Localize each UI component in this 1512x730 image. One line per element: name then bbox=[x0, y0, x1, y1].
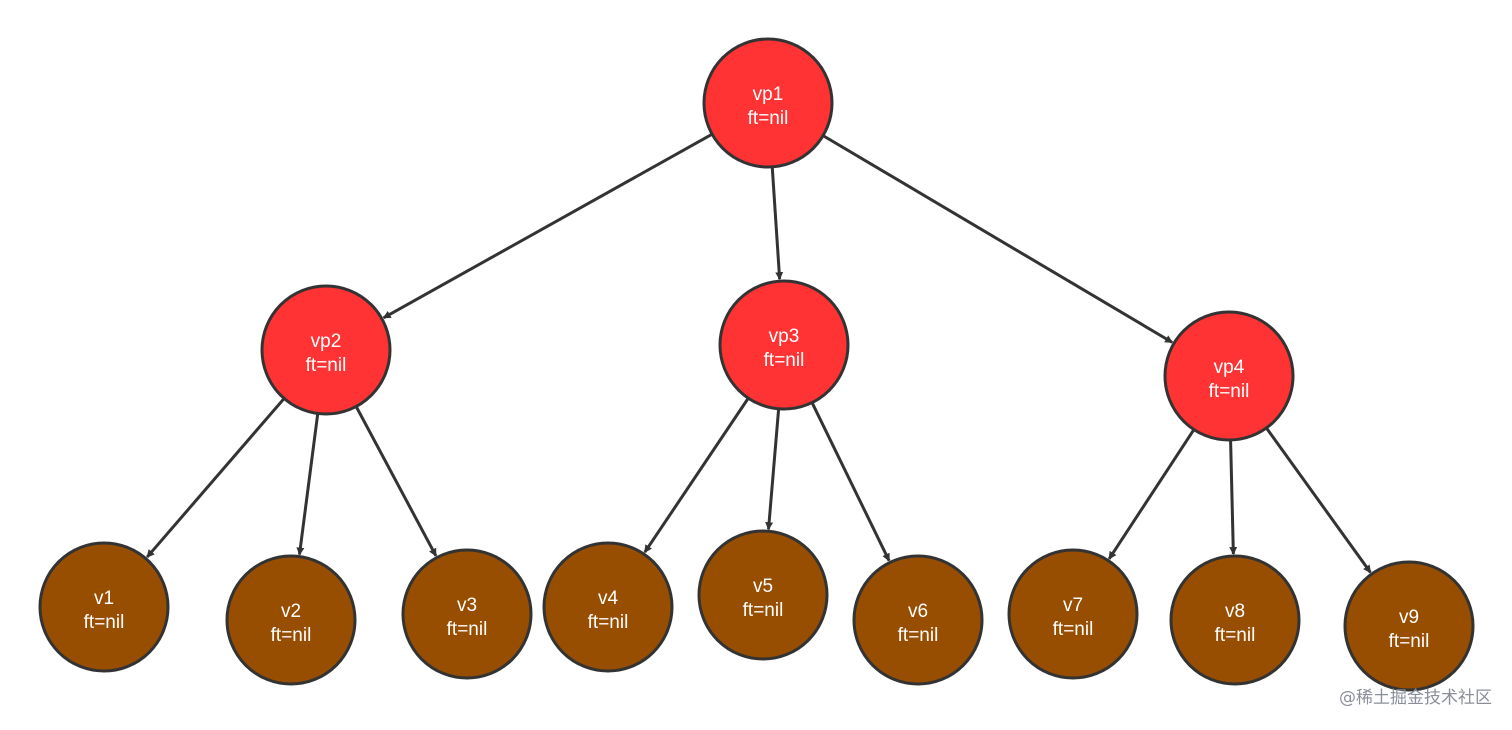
nodes-layer: vp1 ft=nil vp2 ft=nil vp3 ft=nil vp4 ft=nil v1 ft… bbox=[38, 37, 1475, 692]
node-label-v6-1: ft=nil bbox=[898, 625, 939, 646]
edge-vp4-v9 bbox=[1265, 427, 1372, 574]
node-label-v3-0: v3 bbox=[457, 595, 477, 616]
node-label-v2-1: ft=nil bbox=[271, 625, 312, 646]
watermark-text: @稀土掘金技术社区 bbox=[1339, 688, 1492, 708]
node-label-vp4-1: ft=nil bbox=[1209, 381, 1250, 402]
node-vp2: vp2 ft=nil bbox=[260, 284, 392, 416]
node-label-v8-0: v8 bbox=[1225, 601, 1245, 622]
node-label-v1-0: v1 bbox=[94, 588, 114, 609]
node-v9: v9 ft=nil bbox=[1343, 560, 1475, 692]
node-label-v9-1: ft=nil bbox=[1389, 631, 1430, 652]
node-v6: v6 ft=nil bbox=[852, 554, 984, 686]
node-label-v3-1: ft=nil bbox=[447, 619, 488, 640]
node-label-vp2-1: ft=nil bbox=[306, 355, 347, 376]
node-label-vp3-0: vp3 bbox=[769, 326, 800, 347]
node-circle-v6 bbox=[852, 554, 984, 686]
node-label-vp3-1: ft=nil bbox=[764, 350, 805, 371]
node-v5: v5 ft=nil bbox=[697, 529, 829, 661]
node-vp3: vp3 ft=nil bbox=[718, 279, 850, 411]
edge-vp3-v4 bbox=[643, 397, 750, 554]
node-label-vp1-1: ft=nil bbox=[748, 108, 789, 129]
node-circle-v1 bbox=[38, 541, 170, 673]
node-circle-v2 bbox=[225, 554, 357, 686]
node-circle-vp2 bbox=[260, 284, 392, 416]
node-circle-vp4 bbox=[1163, 310, 1295, 442]
edge-vp1-vp4 bbox=[822, 134, 1174, 344]
node-circle-v4 bbox=[542, 541, 674, 673]
node-circle-v8 bbox=[1169, 554, 1301, 686]
edges-layer bbox=[146, 132, 1372, 574]
node-label-v5-1: ft=nil bbox=[743, 600, 784, 621]
node-circle-vp1 bbox=[702, 37, 834, 169]
node-circle-vp3 bbox=[718, 279, 850, 411]
node-vp4: vp4 ft=nil bbox=[1163, 310, 1295, 442]
node-label-vp4-0: vp4 bbox=[1214, 357, 1245, 378]
edge-vp1-vp2 bbox=[382, 132, 713, 320]
node-label-v1-1: ft=nil bbox=[84, 612, 125, 633]
node-vp1: vp1 ft=nil bbox=[702, 37, 834, 169]
node-label-v7-0: v7 bbox=[1063, 595, 1083, 616]
node-label-v4-1: ft=nil bbox=[588, 612, 629, 633]
node-label-v5-0: v5 bbox=[753, 576, 773, 597]
node-label-v7-1: ft=nil bbox=[1053, 619, 1094, 640]
node-label-v8-1: ft=nil bbox=[1215, 625, 1256, 646]
edge-vp2-v1 bbox=[146, 397, 286, 559]
node-circle-v3 bbox=[401, 548, 533, 680]
node-circle-v9 bbox=[1343, 560, 1475, 692]
edge-vp3-v6 bbox=[810, 401, 891, 562]
node-label-v2-0: v2 bbox=[281, 601, 301, 622]
node-v1: v1 ft=nil bbox=[38, 541, 170, 673]
edge-vp1-vp3 bbox=[770, 166, 784, 281]
node-circle-v5 bbox=[697, 529, 829, 661]
edge-vp4-v7 bbox=[1107, 428, 1196, 560]
node-v7: v7 ft=nil bbox=[1007, 548, 1139, 680]
node-v3: v3 ft=nil bbox=[401, 548, 533, 680]
node-label-v6-0: v6 bbox=[908, 601, 928, 622]
node-label-vp1-0: vp1 bbox=[753, 84, 784, 105]
node-label-v9-0: v9 bbox=[1399, 607, 1419, 628]
node-circle-v7 bbox=[1007, 548, 1139, 680]
node-label-vp2-0: vp2 bbox=[311, 331, 342, 352]
edge-vp3-v5 bbox=[765, 408, 781, 531]
edge-vp2-v2 bbox=[296, 413, 320, 556]
node-label-v4-0: v4 bbox=[598, 588, 619, 609]
node-v2: v2 ft=nil bbox=[225, 554, 357, 686]
edge-vp2-v3 bbox=[354, 405, 438, 557]
node-v8: v8 ft=nil bbox=[1169, 554, 1301, 686]
edge-vp4-v8 bbox=[1229, 439, 1238, 556]
node-v4: v4 ft=nil bbox=[542, 541, 674, 673]
